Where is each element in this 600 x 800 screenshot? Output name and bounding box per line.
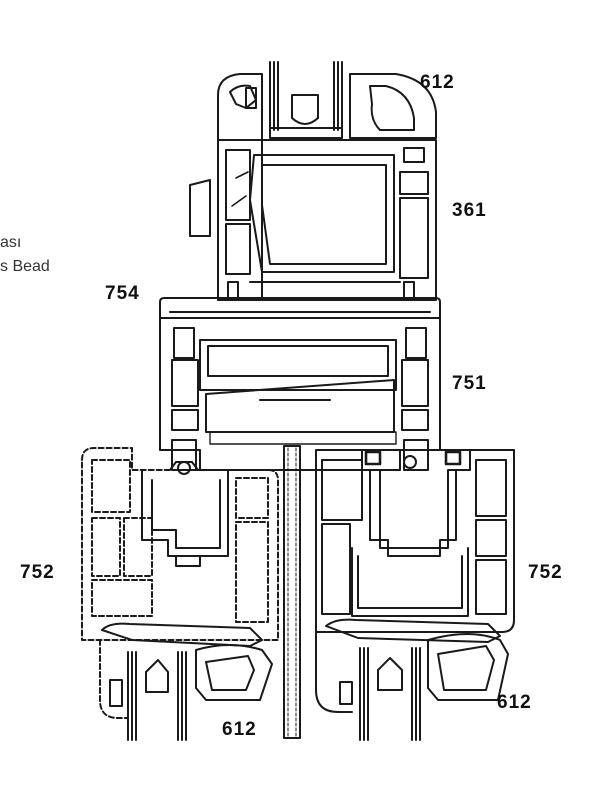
label-right-frame: 752	[528, 562, 563, 583]
mullion-profile-751	[159, 317, 441, 471]
right-bottom-glazing	[325, 618, 509, 741]
label-sash: 361	[452, 200, 487, 221]
label-bottom-left-glass-bead: 612	[222, 719, 257, 740]
top-glazing-unit	[269, 61, 343, 139]
left-spacer	[145, 659, 169, 693]
drainage-cap	[189, 179, 211, 237]
label-mullion: 751	[452, 373, 487, 394]
top-glass-seal	[269, 127, 343, 139]
side-caption-line2: s Bead	[0, 258, 50, 275]
top-glass-bead-612	[349, 73, 437, 139]
label-left-frame: 752	[20, 562, 55, 583]
label-adapter: 754	[105, 283, 140, 304]
label-top-glass-bead: 612	[420, 72, 455, 93]
side-caption: ası s Bead	[0, 231, 50, 279]
adapter-profile-754	[159, 297, 441, 319]
sash-profile-361	[189, 73, 437, 301]
center-reinforcement-strip	[283, 445, 301, 739]
left-frame-profile-752	[81, 447, 279, 719]
top-spacer	[291, 94, 319, 125]
side-caption-line1: ası	[0, 234, 22, 251]
label-bottom-right-glass-bead: 612	[497, 692, 532, 713]
right-spacer	[377, 657, 403, 691]
left-bottom-glazing	[101, 622, 273, 741]
right-glass-bead-612	[427, 633, 509, 701]
right-frame-profile-752	[315, 449, 515, 713]
